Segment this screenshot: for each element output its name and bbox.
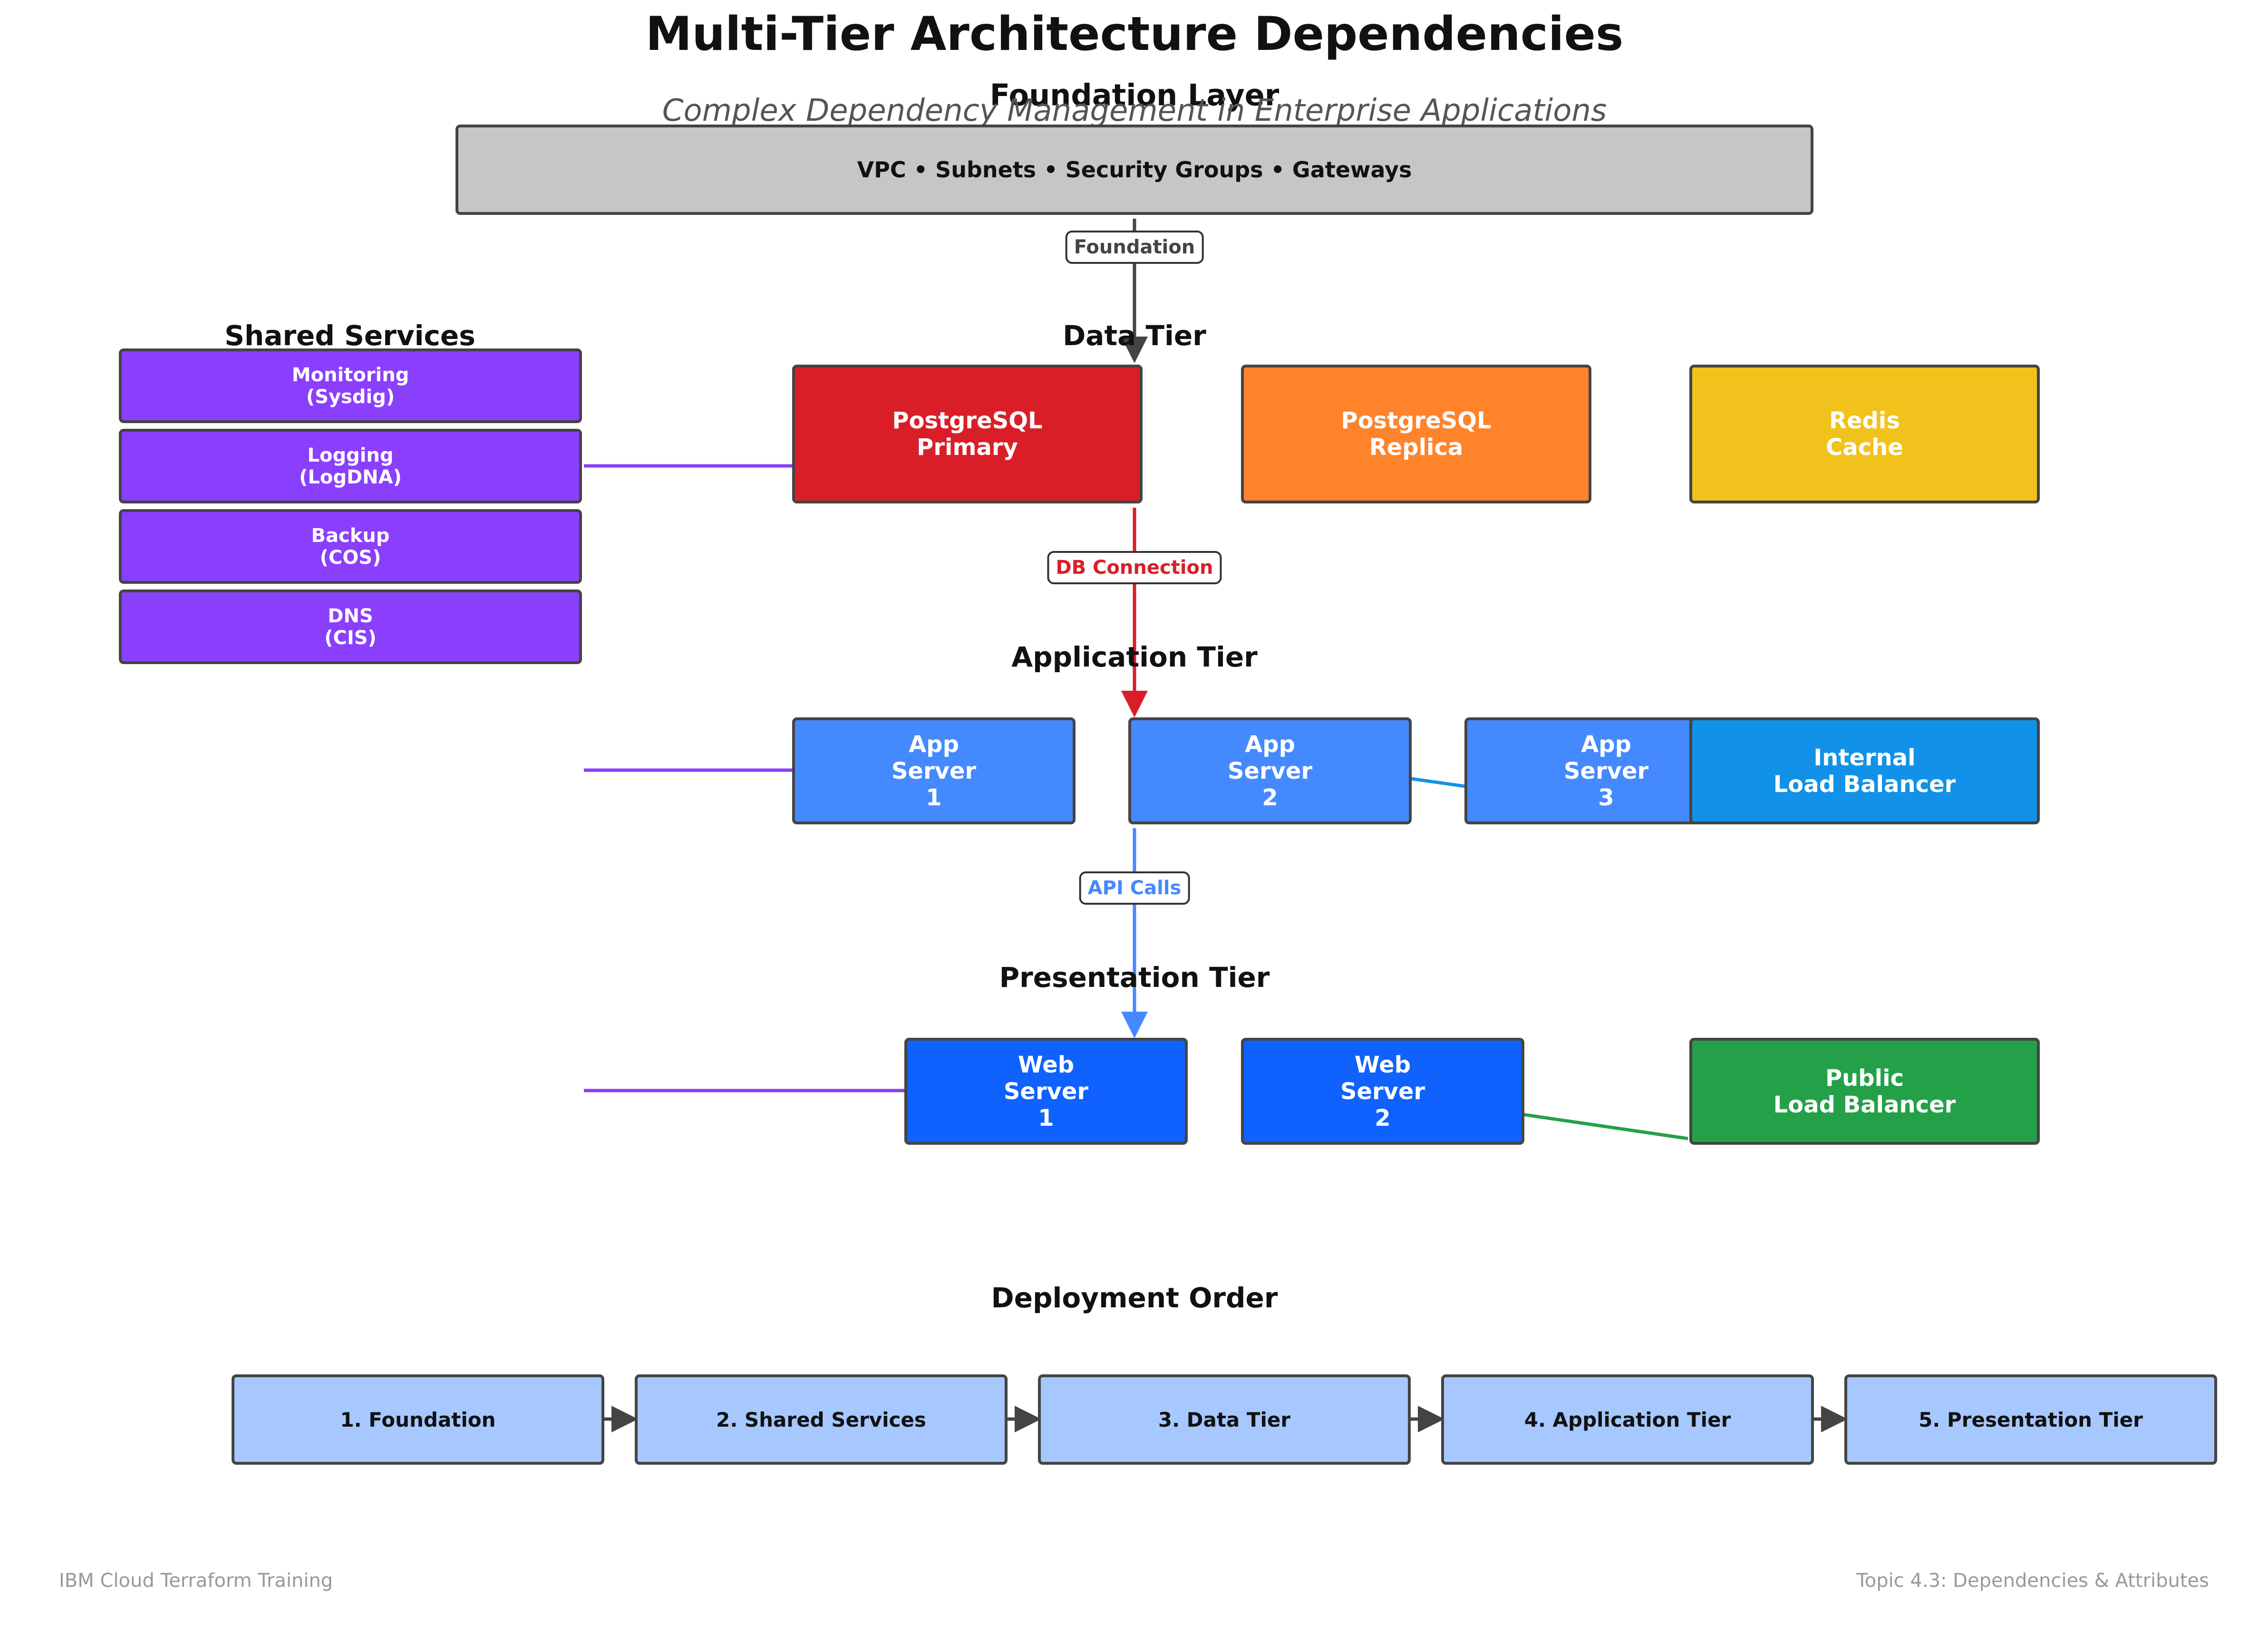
db-connection-label: DB Connection [1047,551,1222,584]
deploy-step-4: 4. Application Tier [1441,1374,1814,1465]
api-calls-label: API Calls [1079,871,1190,905]
footer-right: Topic 4.3: Dependencies & Attributes [1856,1570,2209,1592]
deploy-step-5: 5. Presentation Tier [1844,1374,2217,1465]
foundation-box: VPC • Subnets • Security Groups • Gatewa… [456,125,1813,215]
foundation-edge-label: Foundation [1065,231,1204,264]
redis-cache-box: Redis Cache [1689,365,2040,503]
postgres-replica-box: PostgreSQL Replica [1241,365,1591,503]
deployment-order-heading: Deployment Order [991,1282,1278,1314]
postgres-primary-box: PostgreSQL Primary [792,365,1143,503]
application-tier-heading: Application Tier [1011,641,1258,673]
foundation-heading: Foundation Layer [989,77,1279,113]
app-server-2-box: App Server 2 [1128,717,1412,824]
shared-service-monitoring: Monitoring (Sysdig) [119,348,582,423]
deploy-step-3: 3. Data Tier [1038,1374,1411,1465]
internal-load-balancer-box: Internal Load Balancer [1689,717,2040,824]
page-title: Multi-Tier Architecture Dependencies [645,7,1624,61]
web-server-2-box: Web Server 2 [1241,1038,1524,1145]
shared-service-logging: Logging (LogDNA) [119,429,582,503]
shared-services-heading: Shared Services [224,319,475,352]
app-server-1-box: App Server 1 [792,717,1076,824]
presentation-tier-heading: Presentation Tier [999,961,1270,994]
public-load-balancer-box: Public Load Balancer [1689,1038,2040,1145]
page-subtitle: Complex Dependency Management in Enterpr… [662,93,1607,128]
shared-service-backup: Backup (COS) [119,509,582,584]
data-tier-heading: Data Tier [1063,319,1206,352]
shared-service-dns: DNS (CIS) [119,589,582,664]
footer-left: IBM Cloud Terraform Training [59,1570,333,1592]
web-server-1-box: Web Server 1 [904,1038,1188,1145]
deploy-step-1: 1. Foundation [232,1374,604,1465]
deploy-step-2: 2. Shared Services [635,1374,1008,1465]
